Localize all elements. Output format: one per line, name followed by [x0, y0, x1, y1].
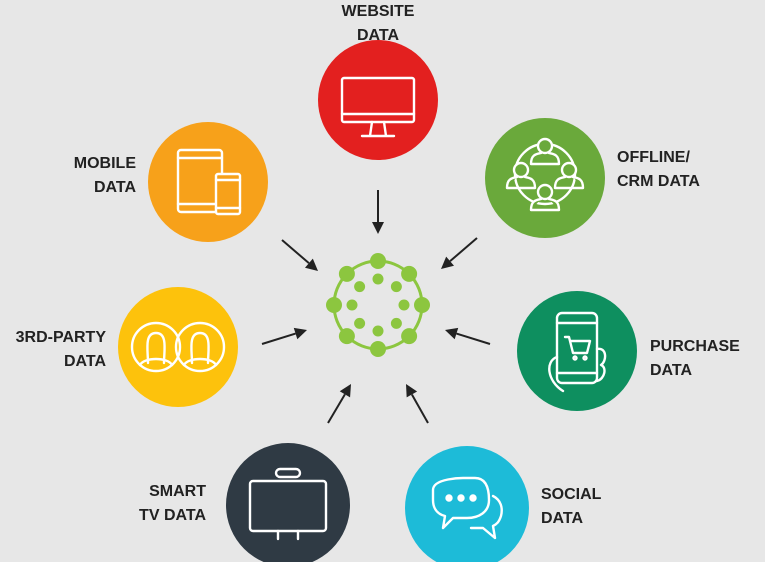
source-circle-purchase [517, 291, 637, 411]
hub-outer-dot [326, 297, 342, 313]
arrow-third-party [261, 327, 307, 345]
data-hub-icon [326, 253, 430, 357]
people-network-icon [505, 137, 585, 212]
hub-outer-dot [338, 265, 355, 282]
source-circle-social [405, 446, 529, 562]
label-offline-crm: OFFLINE/ CRM DATA [617, 146, 700, 194]
phone-cart-icon [548, 311, 607, 393]
arrow-social [406, 384, 429, 424]
source-node-purchase [517, 291, 637, 411]
label-line: SMART [149, 483, 206, 500]
hub-inner-dot [354, 317, 366, 329]
label-line: PURCHASE [650, 338, 740, 355]
source-node-mobile [148, 122, 268, 242]
hub-outer-dot [370, 341, 386, 357]
hub-inner-dot [390, 317, 402, 329]
arrow-offline-crm [441, 237, 478, 269]
source-circle-mobile [148, 122, 268, 242]
hub-inner-dot [372, 273, 384, 285]
label-line: WEBSITE [341, 3, 415, 20]
hub-inner-dot [354, 281, 366, 293]
label-line: DATA [650, 362, 693, 379]
hub-inner-dot [372, 325, 384, 337]
tablet-phone-icon [176, 148, 242, 216]
label-line: CRM DATA [617, 173, 700, 190]
hub-outer-dot [370, 253, 386, 269]
label-line: SOCIAL [541, 486, 602, 503]
label-mobile: MOBILE DATA [20, 152, 136, 200]
hub-outer-dot [414, 297, 430, 313]
label-line: 3RD-PARTY [15, 329, 106, 346]
monitor-icon [340, 76, 416, 138]
arrow-purchase [445, 327, 491, 345]
source-circle-offline-crm [485, 118, 605, 238]
source-node-smart-tv [226, 443, 350, 562]
arrow-mobile [281, 239, 318, 271]
hub-outer-dot [338, 328, 355, 345]
hub-outer-dot [401, 265, 418, 282]
arrow-website [372, 190, 384, 234]
label-social: SOCIAL DATA [541, 483, 601, 531]
source-node-website [318, 40, 438, 160]
label-line: MOBILE [73, 155, 136, 172]
arrow-smart-tv [327, 384, 351, 424]
label-smart-tv: SMART TV DATA [80, 480, 206, 528]
label-line: DATA [541, 510, 584, 527]
label-line: TV DATA [139, 507, 206, 524]
hub-outer-dot [401, 328, 418, 345]
label-third-party: 3RD-PARTY DATA [0, 326, 106, 374]
label-line: DATA [63, 353, 106, 370]
source-node-social [405, 446, 529, 562]
source-circle-third-party [118, 287, 238, 407]
label-website: WEBSITE DATA [318, 0, 438, 48]
hub-inner-dot [398, 299, 410, 311]
label-line: DATA [356, 27, 400, 44]
hub-inner-dot [390, 281, 402, 293]
source-node-offline-crm [485, 118, 605, 238]
label-line: OFFLINE/ [617, 149, 690, 166]
source-circle-website [318, 40, 438, 160]
label-purchase: PURCHASE DATA [650, 335, 740, 383]
hub-inner-dot [346, 299, 358, 311]
label-line: DATA [93, 179, 136, 196]
source-circle-smart-tv [226, 443, 350, 562]
tv-icon [248, 467, 328, 541]
chat-bubbles-icon [431, 476, 503, 540]
two-profiles-icon [130, 321, 226, 373]
source-node-third-party [118, 287, 238, 407]
